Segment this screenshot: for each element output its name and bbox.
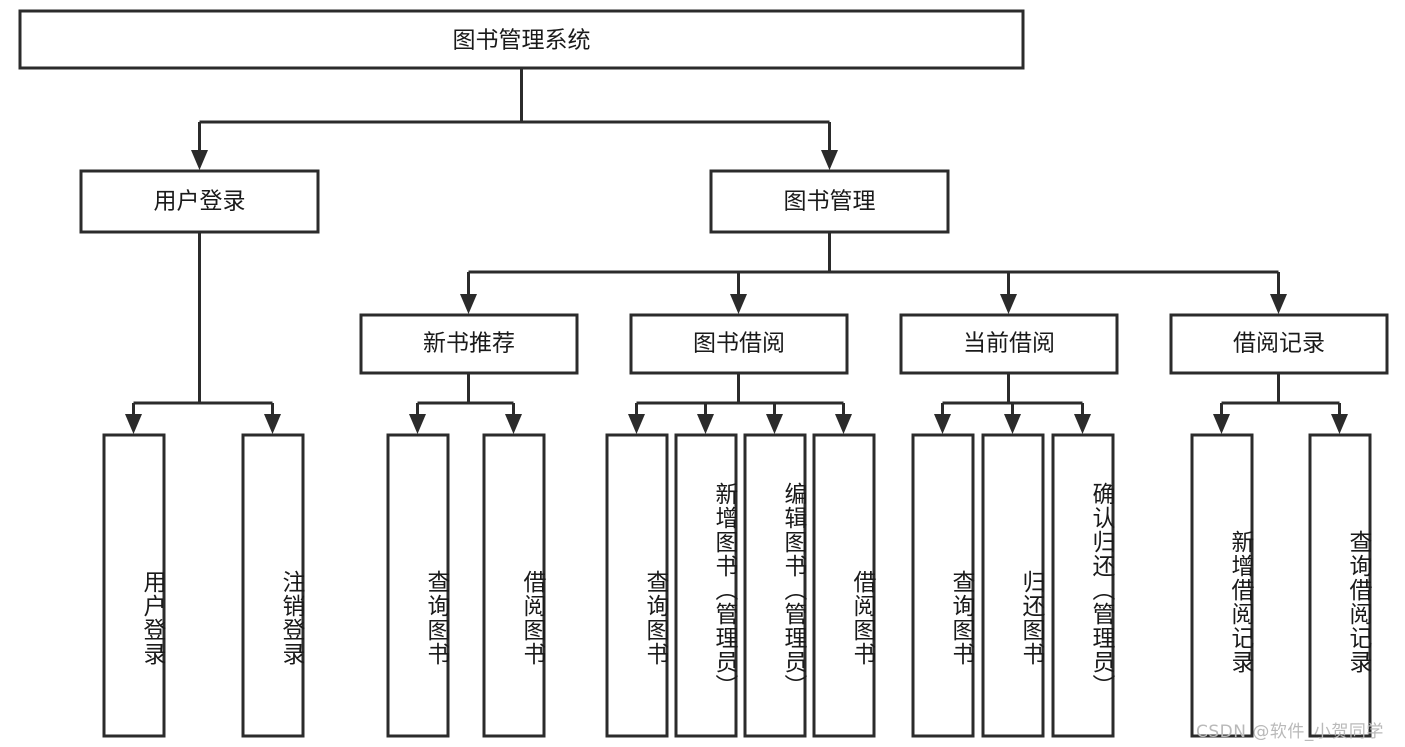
arrowhead-new-book-recommend bbox=[460, 294, 477, 314]
arrowhead-leaf-user-login bbox=[125, 414, 142, 434]
node-current-borrow-box[interactable] bbox=[899, 313, 1119, 375]
leaf-add-record-box[interactable] bbox=[1190, 433, 1254, 738]
leaf-add-book-box[interactable] bbox=[674, 433, 738, 738]
csdn-watermark: CSDN @软件_小贺同学 bbox=[1196, 722, 1384, 742]
leaf-borrow-book-box[interactable] bbox=[812, 433, 876, 738]
leaf-query-book-new-box[interactable] bbox=[386, 433, 450, 738]
arrowhead-leaf-edit-book bbox=[766, 414, 783, 434]
leaf-query-book-current-box[interactable] bbox=[911, 433, 975, 738]
node-new-book-recommend-box[interactable] bbox=[359, 313, 579, 375]
node-borrow-record[interactable]: 借阅记录 bbox=[1169, 313, 1389, 375]
arrowhead-leaf-confirm-return bbox=[1074, 414, 1091, 434]
arrowhead-leaf-user-logout bbox=[264, 414, 281, 434]
node-user-login[interactable]: 用户登录 bbox=[79, 169, 320, 234]
node-borrow-record-label: 借阅记录 bbox=[1233, 331, 1325, 357]
node-borrow-record-box[interactable] bbox=[1169, 313, 1389, 375]
arrowhead-leaf-borrow-book-new bbox=[505, 414, 522, 434]
node-book-manage-label: 图书管理 bbox=[784, 189, 876, 215]
node-book-borrow[interactable]: 图书借阅 bbox=[629, 313, 849, 375]
node-root-label: 图书管理系统 bbox=[453, 28, 591, 54]
connector-group-book-borrow bbox=[628, 373, 852, 434]
node-new-book-recommend-label: 新书推荐 bbox=[423, 331, 515, 357]
node-book-manage[interactable]: 图书管理 bbox=[709, 169, 950, 234]
node-user-login-box[interactable] bbox=[79, 169, 320, 234]
node-current-borrow-label: 当前借阅 bbox=[963, 331, 1055, 357]
leaf-user-logout-box[interactable] bbox=[241, 433, 305, 738]
arrowhead-leaf-query-book-borrow bbox=[628, 414, 645, 434]
connector-group-new-book-recommend bbox=[409, 373, 522, 434]
node-book-borrow-box[interactable] bbox=[629, 313, 849, 375]
arrowhead-leaf-query-record bbox=[1331, 414, 1348, 434]
arrowhead-leaf-add-record bbox=[1213, 414, 1230, 434]
node-root-box[interactable] bbox=[18, 9, 1025, 70]
leaf-boxes bbox=[102, 433, 1372, 738]
connector-group-book-manage bbox=[460, 232, 1287, 314]
leaf-borrow-book-new-box[interactable] bbox=[482, 433, 546, 738]
node-new-book-recommend[interactable]: 新书推荐 bbox=[359, 313, 579, 375]
leaf-query-record-box[interactable] bbox=[1308, 433, 1372, 738]
arrowhead-book-manage bbox=[821, 150, 838, 170]
arrowhead-leaf-query-book-new bbox=[409, 414, 426, 434]
arrowhead-leaf-borrow-book bbox=[835, 414, 852, 434]
node-book-borrow-label: 图书借阅 bbox=[693, 331, 785, 357]
arrowhead-leaf-return-book bbox=[1004, 414, 1021, 434]
arrowhead-book-borrow bbox=[730, 294, 747, 314]
connector-group-root bbox=[191, 68, 838, 170]
arrowhead-borrow-record bbox=[1270, 294, 1287, 314]
node-book-manage-box[interactable] bbox=[709, 169, 950, 234]
node-current-borrow[interactable]: 当前借阅 bbox=[899, 313, 1119, 375]
leaf-return-book-box[interactable] bbox=[981, 433, 1045, 738]
leaf-edit-book-box[interactable] bbox=[743, 433, 807, 738]
leaf-confirm-return-box[interactable] bbox=[1051, 433, 1115, 738]
leaf-user-login-box[interactable] bbox=[102, 433, 166, 738]
node-root[interactable]: 图书管理系统 bbox=[18, 9, 1025, 70]
connector-group-user-login bbox=[125, 232, 281, 434]
arrowhead-current-borrow bbox=[1000, 294, 1017, 314]
arrowhead-leaf-query-book-current bbox=[934, 414, 951, 434]
connector-group-borrow-record bbox=[1213, 373, 1348, 434]
arrowhead-user-login bbox=[191, 150, 208, 170]
node-user-login-label: 用户登录 bbox=[154, 189, 246, 215]
connector-group-current-borrow bbox=[934, 373, 1091, 434]
arrowhead-leaf-add-book bbox=[697, 414, 714, 434]
leaf-query-book-borrow-box[interactable] bbox=[605, 433, 669, 738]
